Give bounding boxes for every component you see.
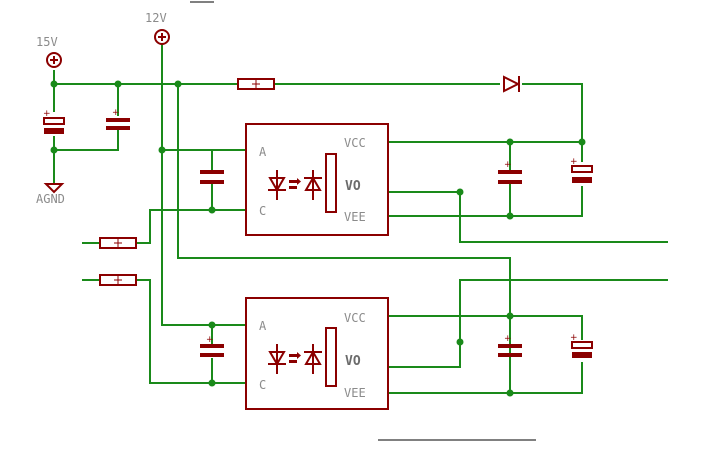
optocoupler-2: A C VCC VO VEE — [245, 297, 389, 410]
supply-15v-icon — [46, 52, 62, 68]
pin-vee: VEE — [344, 386, 366, 400]
junction — [208, 206, 216, 214]
pin-vo: VO — [345, 179, 361, 194]
junction — [158, 146, 166, 154]
label-15v: 15V — [36, 35, 58, 49]
wire-u1-cathode — [136, 209, 246, 244]
wire-u2-vcc — [388, 315, 583, 340]
junctions — [50, 80, 586, 397]
junction — [50, 80, 58, 88]
pin-a: A — [259, 145, 267, 159]
pin-a: A — [259, 319, 267, 333]
cap-left: + — [106, 108, 130, 130]
svg-text:+: + — [570, 157, 578, 167]
wire-u1-vo — [371, 168, 668, 243]
ground-agnd: AGND — [36, 150, 65, 206]
svg-text:+: + — [504, 334, 512, 344]
cap-u2-vcc: + — [498, 334, 522, 357]
junction — [456, 188, 464, 196]
wire-cap2-bottom — [54, 130, 119, 151]
wire-diode-to-vcc — [522, 83, 583, 142]
optocoupler-2-body — [245, 297, 389, 410]
junction — [208, 379, 216, 387]
pin-c: C — [259, 204, 266, 218]
wire-12v — [161, 44, 246, 326]
pin-vee: VEE — [344, 210, 366, 224]
optocoupler-1: A C VCC VO VEE — [245, 123, 389, 236]
cap-electrolytic-left: + — [43, 109, 65, 134]
wire-u1-vcc — [388, 141, 583, 162]
junction — [506, 312, 514, 320]
optocoupler-1-body — [245, 123, 389, 236]
wire-u1-vee — [388, 186, 583, 217]
junction — [506, 138, 514, 146]
svg-text:+: + — [504, 160, 512, 170]
pin-vcc: VCC — [344, 136, 366, 150]
cap-electrolytic-u2: + — [570, 333, 593, 358]
junction — [208, 321, 216, 329]
svg-text:+: + — [206, 335, 214, 345]
junction — [114, 80, 122, 88]
junction — [174, 80, 182, 88]
wire-u2-vee — [388, 362, 583, 394]
diode-icon — [503, 75, 521, 93]
svg-text:+: + — [43, 109, 51, 119]
wire-u2-cathode — [136, 279, 246, 384]
cap-u1-vcc: + — [498, 160, 522, 184]
label-agnd: AGND — [36, 192, 65, 206]
resistor-top — [237, 78, 275, 90]
supply-15v: 15V — [36, 35, 62, 68]
junction — [578, 138, 586, 146]
supply-12v-icon — [154, 29, 170, 45]
junction — [456, 338, 464, 346]
cap-u2-input: + — [200, 335, 224, 357]
pin-vcc: VCC — [344, 311, 366, 325]
cap-electrolytic-u1: + — [570, 157, 593, 183]
wire-15v-rail — [53, 70, 238, 85]
resistor-input-1 — [99, 237, 137, 249]
supply-12v: 12V — [145, 11, 170, 45]
junction — [506, 389, 514, 397]
label-12v: 12V — [145, 11, 167, 25]
diode-top — [503, 75, 521, 93]
svg-text:+: + — [570, 333, 578, 343]
pin-vo: VO — [345, 354, 361, 369]
pin-c: C — [259, 378, 266, 392]
ground-icon — [43, 183, 65, 194]
cap-u1-input — [200, 170, 224, 184]
junction — [506, 212, 514, 220]
svg-text:+: + — [112, 108, 120, 118]
resistor-input-2 — [99, 274, 137, 286]
